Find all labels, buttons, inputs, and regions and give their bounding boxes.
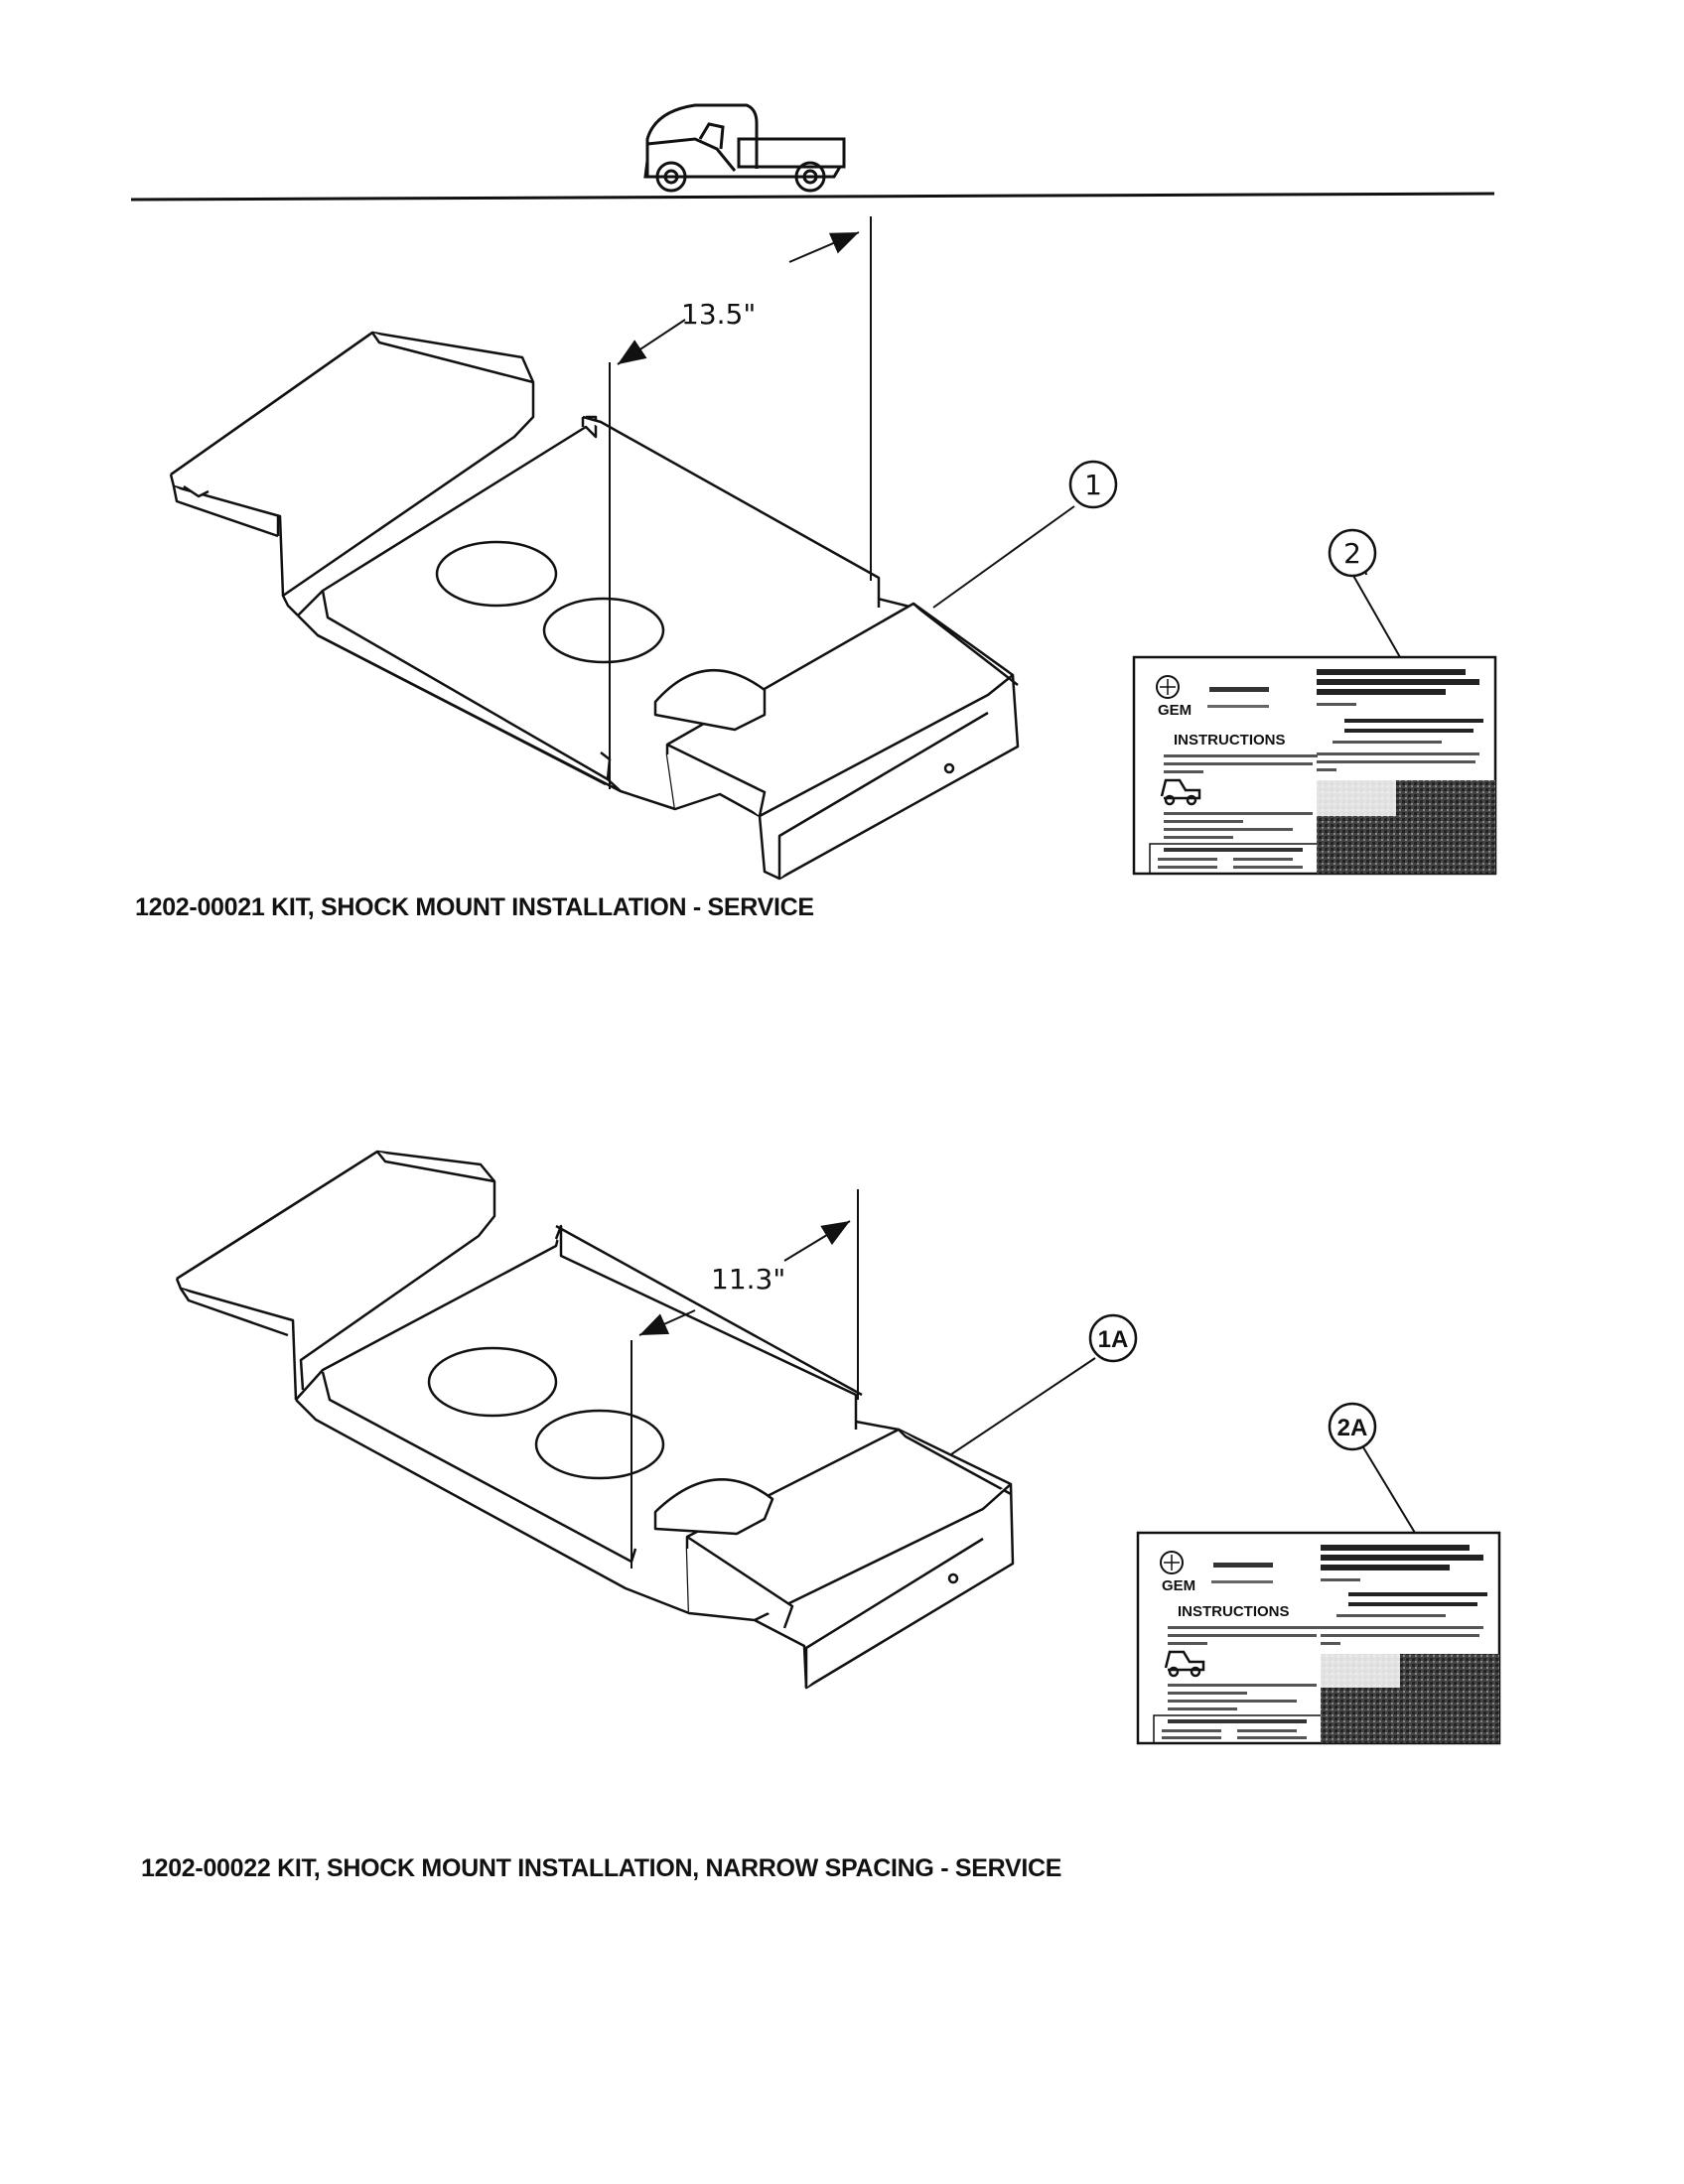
dimension-13-5: 13.5"	[609, 216, 872, 789]
dimension-11-3: 11.3"	[631, 1189, 859, 1569]
svg-text:2: 2	[1343, 537, 1361, 570]
svg-text:1A: 1A	[1098, 1326, 1129, 1353]
svg-text:INSTRUCTIONS: INSTRUCTIONS	[1174, 732, 1286, 749]
vehicle-logo-icon	[643, 103, 846, 193]
figure-1-caption: 1202-00021 KIT, SHOCK MOUNT INSTALLATION…	[135, 893, 814, 921]
callout-doc-2: 2	[1328, 528, 1401, 658]
vehicle-small-icon	[1164, 1650, 1205, 1678]
dimension-label: 11.3"	[711, 1263, 785, 1296]
vehicle-small-icon	[1160, 778, 1201, 806]
callout-part-1a: 1A	[950, 1313, 1138, 1455]
svg-text:GEM: GEM	[1158, 702, 1192, 719]
svg-text:INSTRUCTIONS: INSTRUCTIONS	[1178, 1603, 1290, 1620]
gem-logo-icon	[1160, 1551, 1184, 1574]
callout-doc-2a: 2A	[1328, 1402, 1416, 1534]
svg-text:2A: 2A	[1337, 1415, 1368, 1441]
instruction-sheet-2: GEM INSTRUCTIONS	[1136, 1531, 1501, 1745]
dimension-label: 13.5"	[681, 298, 756, 331]
header-rule	[130, 192, 1495, 202]
callout-part-1: 1	[932, 460, 1118, 609]
shock-mount-bracket-narrow	[175, 1150, 1015, 1690]
svg-text:GEM: GEM	[1162, 1577, 1195, 1594]
instruction-sheet-1: GEM INSTRUCTIONS	[1132, 655, 1497, 876]
shock-mount-bracket-wide	[169, 331, 1020, 881]
svg-text:1: 1	[1084, 469, 1102, 501]
gem-logo-icon	[1156, 675, 1180, 699]
figure-2-caption: 1202-00022 KIT, SHOCK MOUNT INSTALLATION…	[141, 1854, 1062, 1882]
